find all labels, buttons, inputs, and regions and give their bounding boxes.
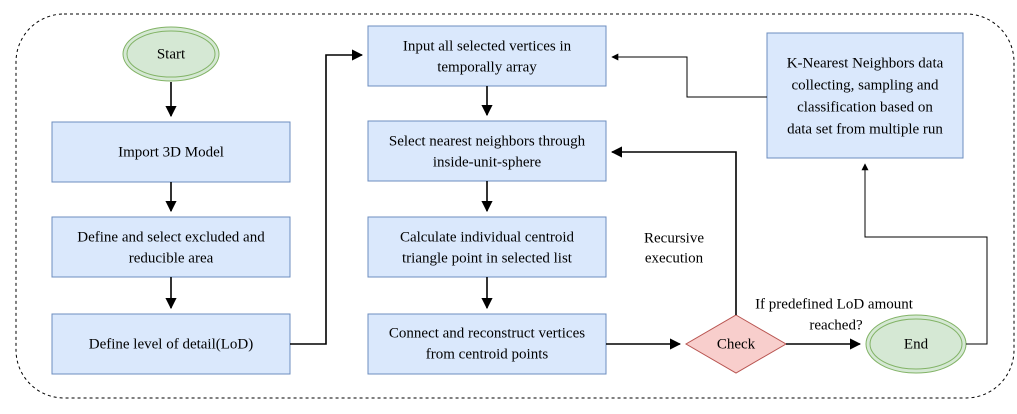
edge-knn-to-input bbox=[611, 53, 767, 98]
import-model-node: Import 3D Model bbox=[51, 121, 291, 183]
input-vertices-node: Input all selected vertices in temporall… bbox=[367, 25, 607, 87]
input-vertices-line2: temporally array bbox=[437, 59, 537, 75]
edge-lod-to-input bbox=[290, 49, 364, 345]
select-nearest-line2: inside-unit-sphere bbox=[433, 154, 542, 170]
define-select-line1: Define and select excluded and bbox=[77, 229, 265, 245]
start-node: Start bbox=[122, 26, 220, 82]
select-nearest-line1: Select nearest neighbors through bbox=[389, 133, 586, 149]
edges bbox=[165, 49, 988, 350]
select-nearest-node: Select nearest neighbors through inside-… bbox=[367, 120, 607, 182]
knn-node: K-Nearest Neighbors data collecting, sam… bbox=[766, 32, 964, 159]
knn-line2: collecting, sampling and bbox=[791, 77, 939, 93]
start-label: Start bbox=[157, 46, 186, 62]
end-label: End bbox=[904, 336, 929, 352]
knn-line3: classification based on bbox=[797, 99, 933, 115]
recursive-label-line1: Recursive bbox=[644, 230, 704, 246]
connect-reconstruct-node: Connect and reconstruct vertices from ce… bbox=[367, 313, 607, 375]
predefined-label-line2: reached? bbox=[809, 317, 863, 333]
calculate-centroid-node: Calculate individual centroid triangle p… bbox=[367, 216, 607, 278]
check-label: Check bbox=[717, 336, 756, 352]
calculate-centroid-line1: Calculate individual centroid bbox=[400, 229, 575, 245]
define-select-area-node: Define and select excluded and reducible… bbox=[51, 216, 291, 278]
define-lod-label: Define level of detail(LoD) bbox=[89, 336, 254, 352]
knn-line4: data set from multiple run bbox=[787, 121, 943, 137]
input-vertices-line1: Input all selected vertices in bbox=[403, 38, 572, 54]
knn-line1: K-Nearest Neighbors data bbox=[787, 55, 944, 71]
end-node: End bbox=[865, 314, 967, 374]
predefined-label-line1: If predefined LoD amount bbox=[755, 296, 914, 312]
edge-recursive-loop bbox=[610, 146, 737, 315]
calculate-centroid-line2: triangle point in selected list bbox=[402, 250, 573, 266]
recursive-label-line2: execution bbox=[645, 250, 704, 266]
outer-frame bbox=[15, 13, 1015, 399]
import-model-label: Import 3D Model bbox=[118, 144, 224, 160]
define-select-line2: reducible area bbox=[129, 250, 214, 266]
check-decision-node: Check bbox=[685, 314, 787, 374]
edge-end-to-knn bbox=[861, 163, 988, 345]
connect-reconstruct-line1: Connect and reconstruct vertices bbox=[389, 325, 585, 341]
define-lod-node: Define level of detail(LoD) bbox=[51, 313, 291, 375]
connect-reconstruct-line2: from centroid points bbox=[426, 346, 549, 362]
